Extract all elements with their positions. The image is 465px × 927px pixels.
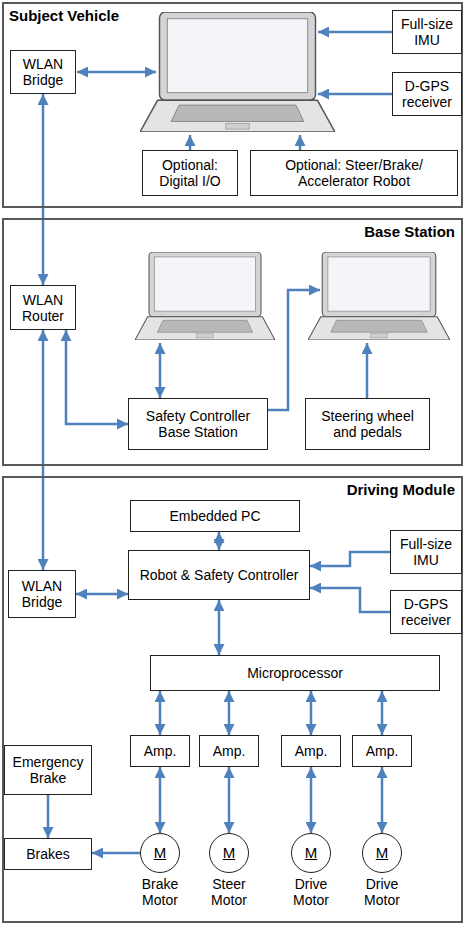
data-link [42, 94, 45, 285]
data-link [228, 767, 231, 833]
component-box: Embedded PC [130, 500, 300, 532]
component-box: Microprocessor [150, 655, 440, 691]
data-wire [268, 290, 320, 410]
component-box: WLAN Bridge [8, 570, 76, 618]
data-link [381, 691, 384, 735]
data-link [381, 767, 384, 833]
data-link [47, 795, 50, 838]
panel-title: Driving Module [347, 481, 455, 498]
box-label: Optional: Steer/Brake/ Accelerator Robot [255, 157, 453, 189]
data-wire [318, 93, 392, 96]
panel-title: Base Station [364, 223, 455, 240]
component-box: Optional: Digital I/O [142, 150, 238, 196]
component-box: Full-size IMU [390, 530, 462, 574]
data-wire [318, 31, 392, 34]
component-box: Robot & Safety Controller [128, 550, 310, 600]
data-link [310, 588, 390, 612]
component-box: Emergency Brake [4, 745, 92, 795]
motor-label: Drive Motor [352, 876, 412, 908]
component-box: Brakes [4, 838, 92, 870]
box-label: Brakes [26, 846, 70, 862]
box-label: Amp. [144, 743, 177, 759]
data-link [218, 600, 221, 655]
box-label: Full-size IMU [395, 536, 457, 568]
box-label: Amp. [213, 743, 246, 759]
box-label: Steering wheel and pedals [310, 408, 425, 440]
box-label: Full-size IMU [397, 16, 457, 48]
component-box: D-GPS receiver [392, 72, 462, 116]
box-label: WLAN Bridge [13, 578, 71, 610]
motor-mark: M [141, 834, 179, 872]
box-label: WLAN Bridge [15, 56, 71, 88]
motor-label: Brake Motor [130, 876, 190, 908]
box-label: Robot & Safety Controller [140, 567, 299, 583]
box-label: Optional: Digital I/O [147, 157, 233, 189]
component-box: WLAN Bridge [10, 50, 76, 94]
system-panel: Embedded PC WLAN Bridge Robot & Safety Con… [2, 476, 463, 923]
system-panel: WLAN RouterSafety Controller Base Statio… [2, 218, 463, 466]
data-link [66, 330, 128, 424]
motor-symbol: MDrive Motor [362, 833, 402, 873]
panel-title: Subject Vehicle [9, 7, 119, 24]
data-link [310, 767, 313, 833]
box-label: WLAN Router [15, 292, 71, 324]
data-link [310, 552, 390, 566]
system-panel: WLAN Bridge Full-size IMU D-GPS receiverOp… [2, 2, 463, 208]
data-link [228, 691, 231, 735]
box-label: Amp. [295, 743, 328, 759]
data-link [310, 691, 313, 735]
data-link [76, 593, 128, 596]
data-wire [366, 343, 369, 398]
motor-mark: M [292, 834, 330, 872]
data-link [92, 852, 140, 855]
data-link [159, 767, 162, 833]
box-label: Amp. [366, 743, 399, 759]
box-label: D-GPS receiver [397, 78, 457, 110]
component-box: D-GPS receiver [390, 590, 462, 634]
motor-symbol: MBrake Motor [140, 833, 180, 873]
component-box: Optional: Steer/Brake/ Accelerator Robot [250, 150, 458, 196]
data-link [42, 330, 45, 570]
motor-mark: M [210, 834, 248, 872]
motor-label: Steer Motor [199, 876, 259, 908]
laptop-wires [77, 32, 392, 410]
motor-mark: M [363, 834, 401, 872]
component-box: Amp. [281, 735, 341, 767]
box-label: Emergency Brake [9, 754, 87, 786]
component-box: WLAN Router [10, 285, 76, 330]
box-label: D-GPS receiver [395, 596, 457, 628]
motor-symbol: MSteer Motor [209, 833, 249, 873]
motor-label: Drive Motor [281, 876, 341, 908]
component-box: Full-size IMU [392, 10, 462, 54]
motor-symbol: MDrive Motor [291, 833, 331, 873]
component-box: Steering wheel and pedals [305, 398, 430, 450]
component-box: Amp. [130, 735, 190, 767]
data-link [159, 691, 162, 735]
data-wire [159, 343, 162, 398]
data-wire [189, 135, 192, 150]
component-box: Amp. [199, 735, 259, 767]
laptop-icon [135, 252, 275, 340]
data-wire [77, 71, 156, 74]
component-box: Amp. [352, 735, 412, 767]
data-wire [299, 135, 302, 150]
box-label: Safety Controller Base Station [133, 408, 263, 440]
box-label: Microprocessor [247, 665, 343, 681]
component-box: Safety Controller Base Station [128, 398, 268, 450]
data-link [218, 532, 221, 550]
laptop-icon [140, 12, 335, 132]
box-label: Embedded PC [169, 508, 260, 524]
laptop-icon [308, 252, 450, 340]
